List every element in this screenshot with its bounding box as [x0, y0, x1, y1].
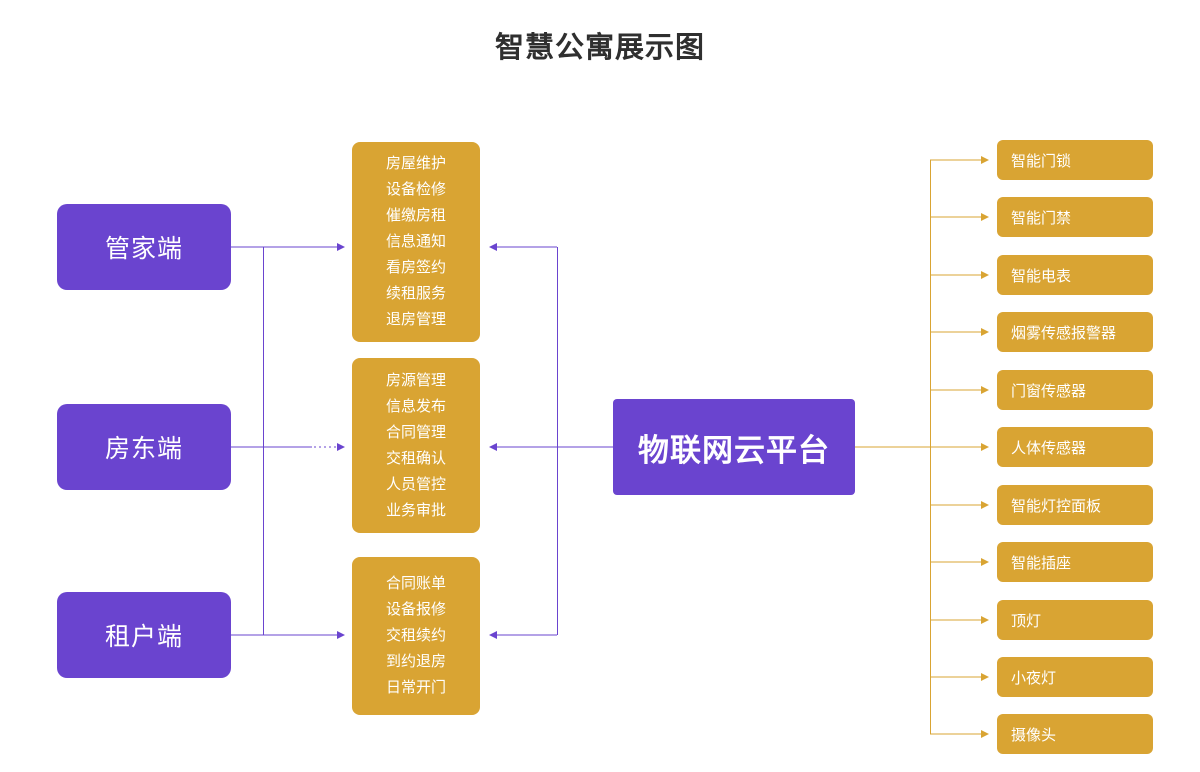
function-item: 房屋维护: [385, 155, 446, 172]
device-door-window-sensor: 门窗传感器: [997, 370, 1153, 410]
function-item: 交租确认: [385, 449, 446, 467]
device-label: 烟雾传感报警器: [1011, 324, 1117, 342]
function-item: 续租服务: [385, 285, 446, 302]
function-item: 设备报修: [385, 601, 446, 618]
group-manager-functions: 房屋维护 设备检修 催缴房租 信息通知 看房签约 续租服务 退房管理: [352, 142, 480, 342]
function-item: 到约退房: [385, 653, 446, 670]
device-label: 智能门禁: [1011, 209, 1072, 227]
node-landlord: 房东端: [57, 404, 231, 490]
device-light-control-panel: 智能灯控面板: [997, 485, 1153, 525]
node-manager: 管家端: [57, 204, 231, 290]
function-item: 交租续约: [385, 627, 446, 644]
device-label: 顶灯: [1011, 612, 1042, 630]
device-label: 摄像头: [1011, 726, 1057, 744]
page-title: 智慧公寓展示图: [494, 32, 705, 64]
function-item: 信息发布: [385, 397, 446, 415]
function-item: 退房管理: [385, 311, 446, 328]
function-item: 设备检修: [385, 181, 446, 198]
group-landlord-functions: 房源管理 信息发布 合同管理 交租确认 人员管控 业务审批: [352, 358, 480, 533]
node-tenant-label: 租户端: [104, 623, 183, 651]
function-item: 业务审批: [385, 501, 446, 519]
node-manager-label: 管家端: [104, 235, 183, 263]
device-label: 门窗传感器: [1011, 382, 1087, 400]
function-item: 催缴房租: [385, 207, 446, 224]
node-tenant: 租户端: [57, 592, 231, 678]
platform-label: 物联网云平台: [638, 432, 830, 468]
device-smart-access-control: 智能门禁: [997, 197, 1153, 237]
device-body-sensor: 人体传感器: [997, 427, 1153, 467]
device-label: 小夜灯: [1011, 669, 1057, 687]
device-label: 智能电表: [1011, 267, 1072, 285]
group-tenant-functions: 合同账单 设备报修 交租续约 到约退房 日常开门: [352, 557, 480, 715]
function-item: 合同账单: [385, 575, 446, 592]
device-label: 智能插座: [1011, 554, 1072, 572]
function-item: 看房签约: [385, 259, 446, 276]
device-label: 人体传感器: [1011, 439, 1087, 457]
device-label: 智能灯控面板: [1011, 497, 1102, 515]
device-smart-door-lock: 智能门锁: [997, 140, 1153, 180]
device-smart-socket: 智能插座: [997, 542, 1153, 582]
device-night-light: 小夜灯: [997, 657, 1153, 697]
device-camera: 摄像头: [997, 714, 1153, 754]
device-label: 智能门锁: [1011, 152, 1072, 170]
node-landlord-label: 房东端: [104, 435, 183, 463]
function-item: 人员管控: [385, 475, 446, 493]
device-smart-meter: 智能电表: [997, 255, 1153, 295]
device-smoke-sensor-alarm: 烟雾传感报警器: [997, 312, 1153, 352]
node-iot-cloud-platform: 物联网云平台: [613, 399, 855, 495]
function-item: 信息通知: [385, 233, 446, 250]
function-item: 合同管理: [385, 423, 446, 441]
device-ceiling-light: 顶灯: [997, 600, 1153, 640]
function-item: 房源管理: [385, 371, 446, 389]
function-item: 日常开门: [385, 679, 446, 696]
